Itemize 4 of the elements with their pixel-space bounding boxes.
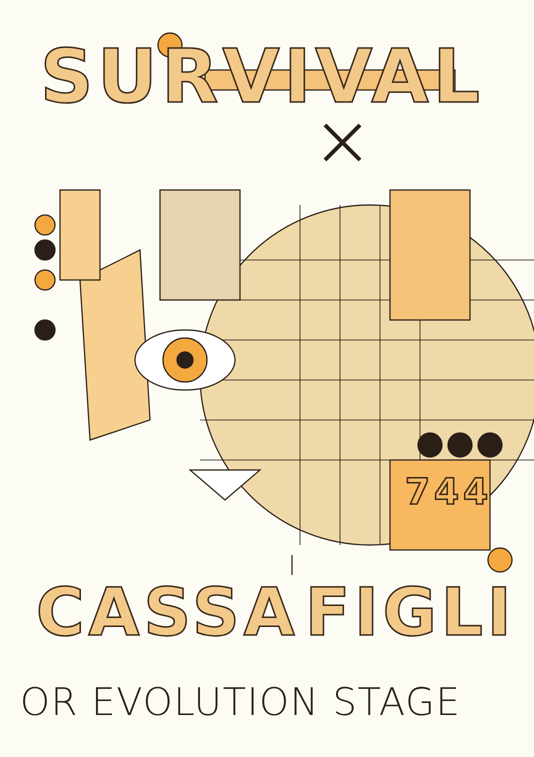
number-lettering: 744	[405, 475, 492, 511]
word-lettering: CASSA	[36, 580, 299, 646]
word-lettering: FIGLI	[305, 580, 516, 646]
subtitle-lettering: OR EVOLUTION STAGE	[20, 680, 461, 724]
